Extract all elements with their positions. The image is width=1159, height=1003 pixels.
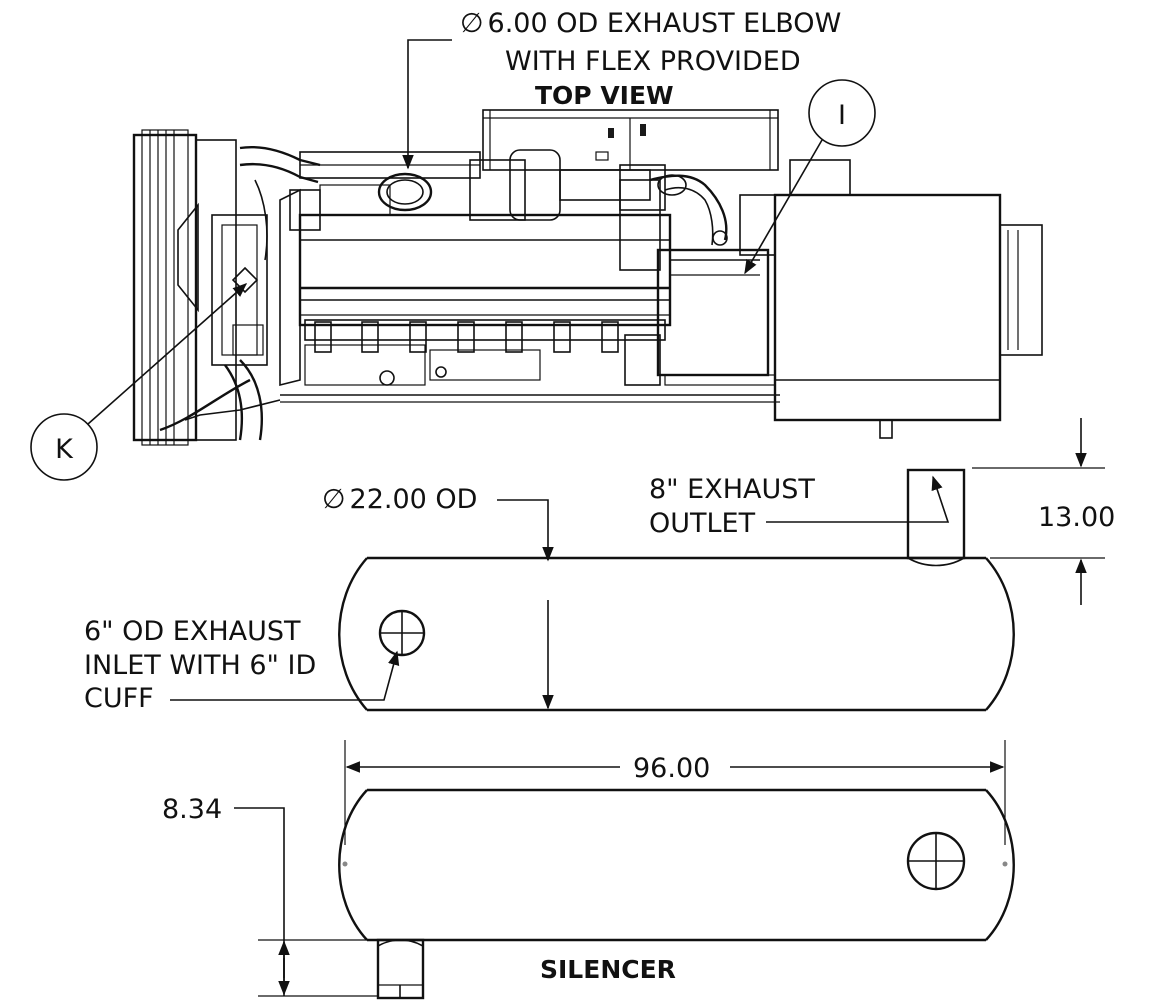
exhaust-outlet-callout: 8" EXHAUST OUTLET [649,474,950,539]
inlet-label-3: CUFF [84,683,154,714]
callout-balloon-i: I [744,79,876,275]
exhaust-elbow-label-2: WITH FLEX PROVIDED [505,46,801,77]
coolant-hoses [224,146,321,441]
dim-13-label: 13.00 [1038,502,1115,533]
silencer-title: SILENCER [540,955,676,984]
inlet-label-1: 6" OD EXHAUST [84,616,301,647]
callout-k-text: K [55,434,74,465]
diameter-symbol-2: ∅ [322,484,346,515]
dim-834-dimension: 8.34 [162,794,378,997]
exhaust-elbow-callout: ∅6.00 OD EXHAUST ELBOW WITH FLEX PROVIDE… [402,8,841,170]
callout-balloon-k: K [30,283,248,481]
generator-housing [619,159,1043,439]
exhaust-elbow-label-1: ∅6.00 OD EXHAUST ELBOW [460,8,841,39]
dim-834-label: 8.34 [162,794,222,825]
dim-96-label: 96.00 [633,753,710,784]
callout-i-text: I [838,100,846,131]
engine-block [279,184,780,403]
exhaust-inlet-callout: 6" OD EXHAUST INLET WITH 6" ID CUFF [84,616,400,714]
top-view-title: TOP VIEW [535,81,674,110]
dim-96-dimension: 96.00 [344,740,1006,845]
exhaust-outlet-label-2: OUTLET [649,508,756,539]
exhaust-piping [299,149,728,246]
cylinder-heads [314,321,619,353]
diameter-symbol: ∅ [460,8,484,39]
exhaust-outlet-label-1: 8" EXHAUST [649,474,815,505]
od-22-dimension: ∅22.00 OD [322,484,554,710]
air-cleaner-housing [482,109,779,171]
silencer-top-view [338,788,1015,1000]
radiator-assembly [132,129,281,446]
inlet-label-2: INLET WITH 6" ID [84,650,316,681]
dim-13-dimension: 13.00 [972,418,1115,605]
engine-top-view [132,109,1043,446]
od-22-label: ∅22.00 OD [322,484,477,515]
silencer-side-view [338,468,1015,712]
